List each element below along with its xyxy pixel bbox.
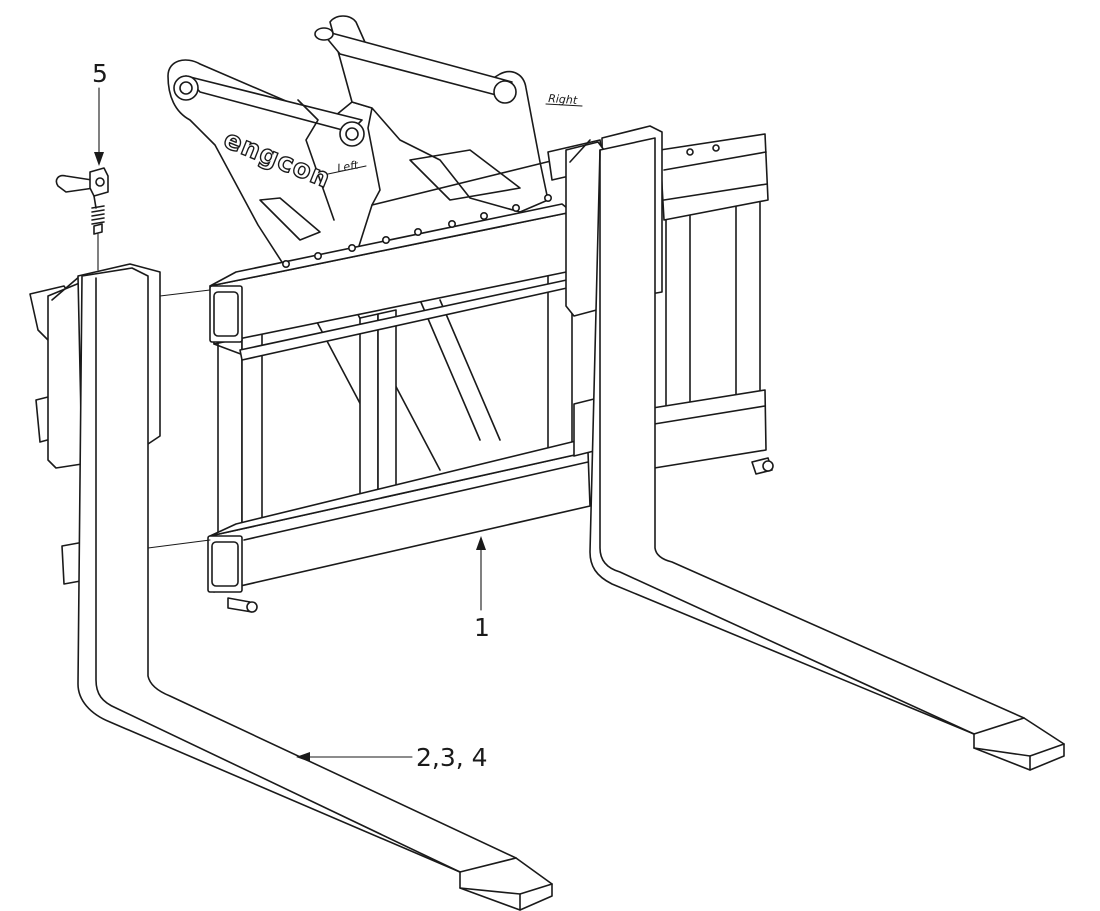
lock-pin-assembly bbox=[55, 167, 109, 271]
left-side-label: Left bbox=[336, 158, 360, 175]
arrowhead-icon bbox=[296, 752, 310, 762]
quick-coupler-bracket bbox=[167, 15, 583, 471]
left-fork bbox=[29, 263, 553, 911]
callout-label-frame: 1 bbox=[474, 613, 490, 642]
callout-lock-pin: 5 bbox=[92, 59, 108, 166]
arrowhead-icon bbox=[476, 536, 486, 550]
right-fork bbox=[565, 125, 1065, 771]
callout-label-lock-pin: 5 bbox=[92, 59, 108, 88]
callout-forks: 2,3, 4 bbox=[296, 743, 488, 772]
callout-frame: 1 bbox=[474, 536, 490, 642]
arrowhead-icon bbox=[94, 152, 104, 166]
callout-label-forks: 2,3, 4 bbox=[416, 743, 488, 772]
fork-carriage-frame bbox=[147, 133, 774, 613]
right-side-label: Right bbox=[548, 92, 578, 107]
